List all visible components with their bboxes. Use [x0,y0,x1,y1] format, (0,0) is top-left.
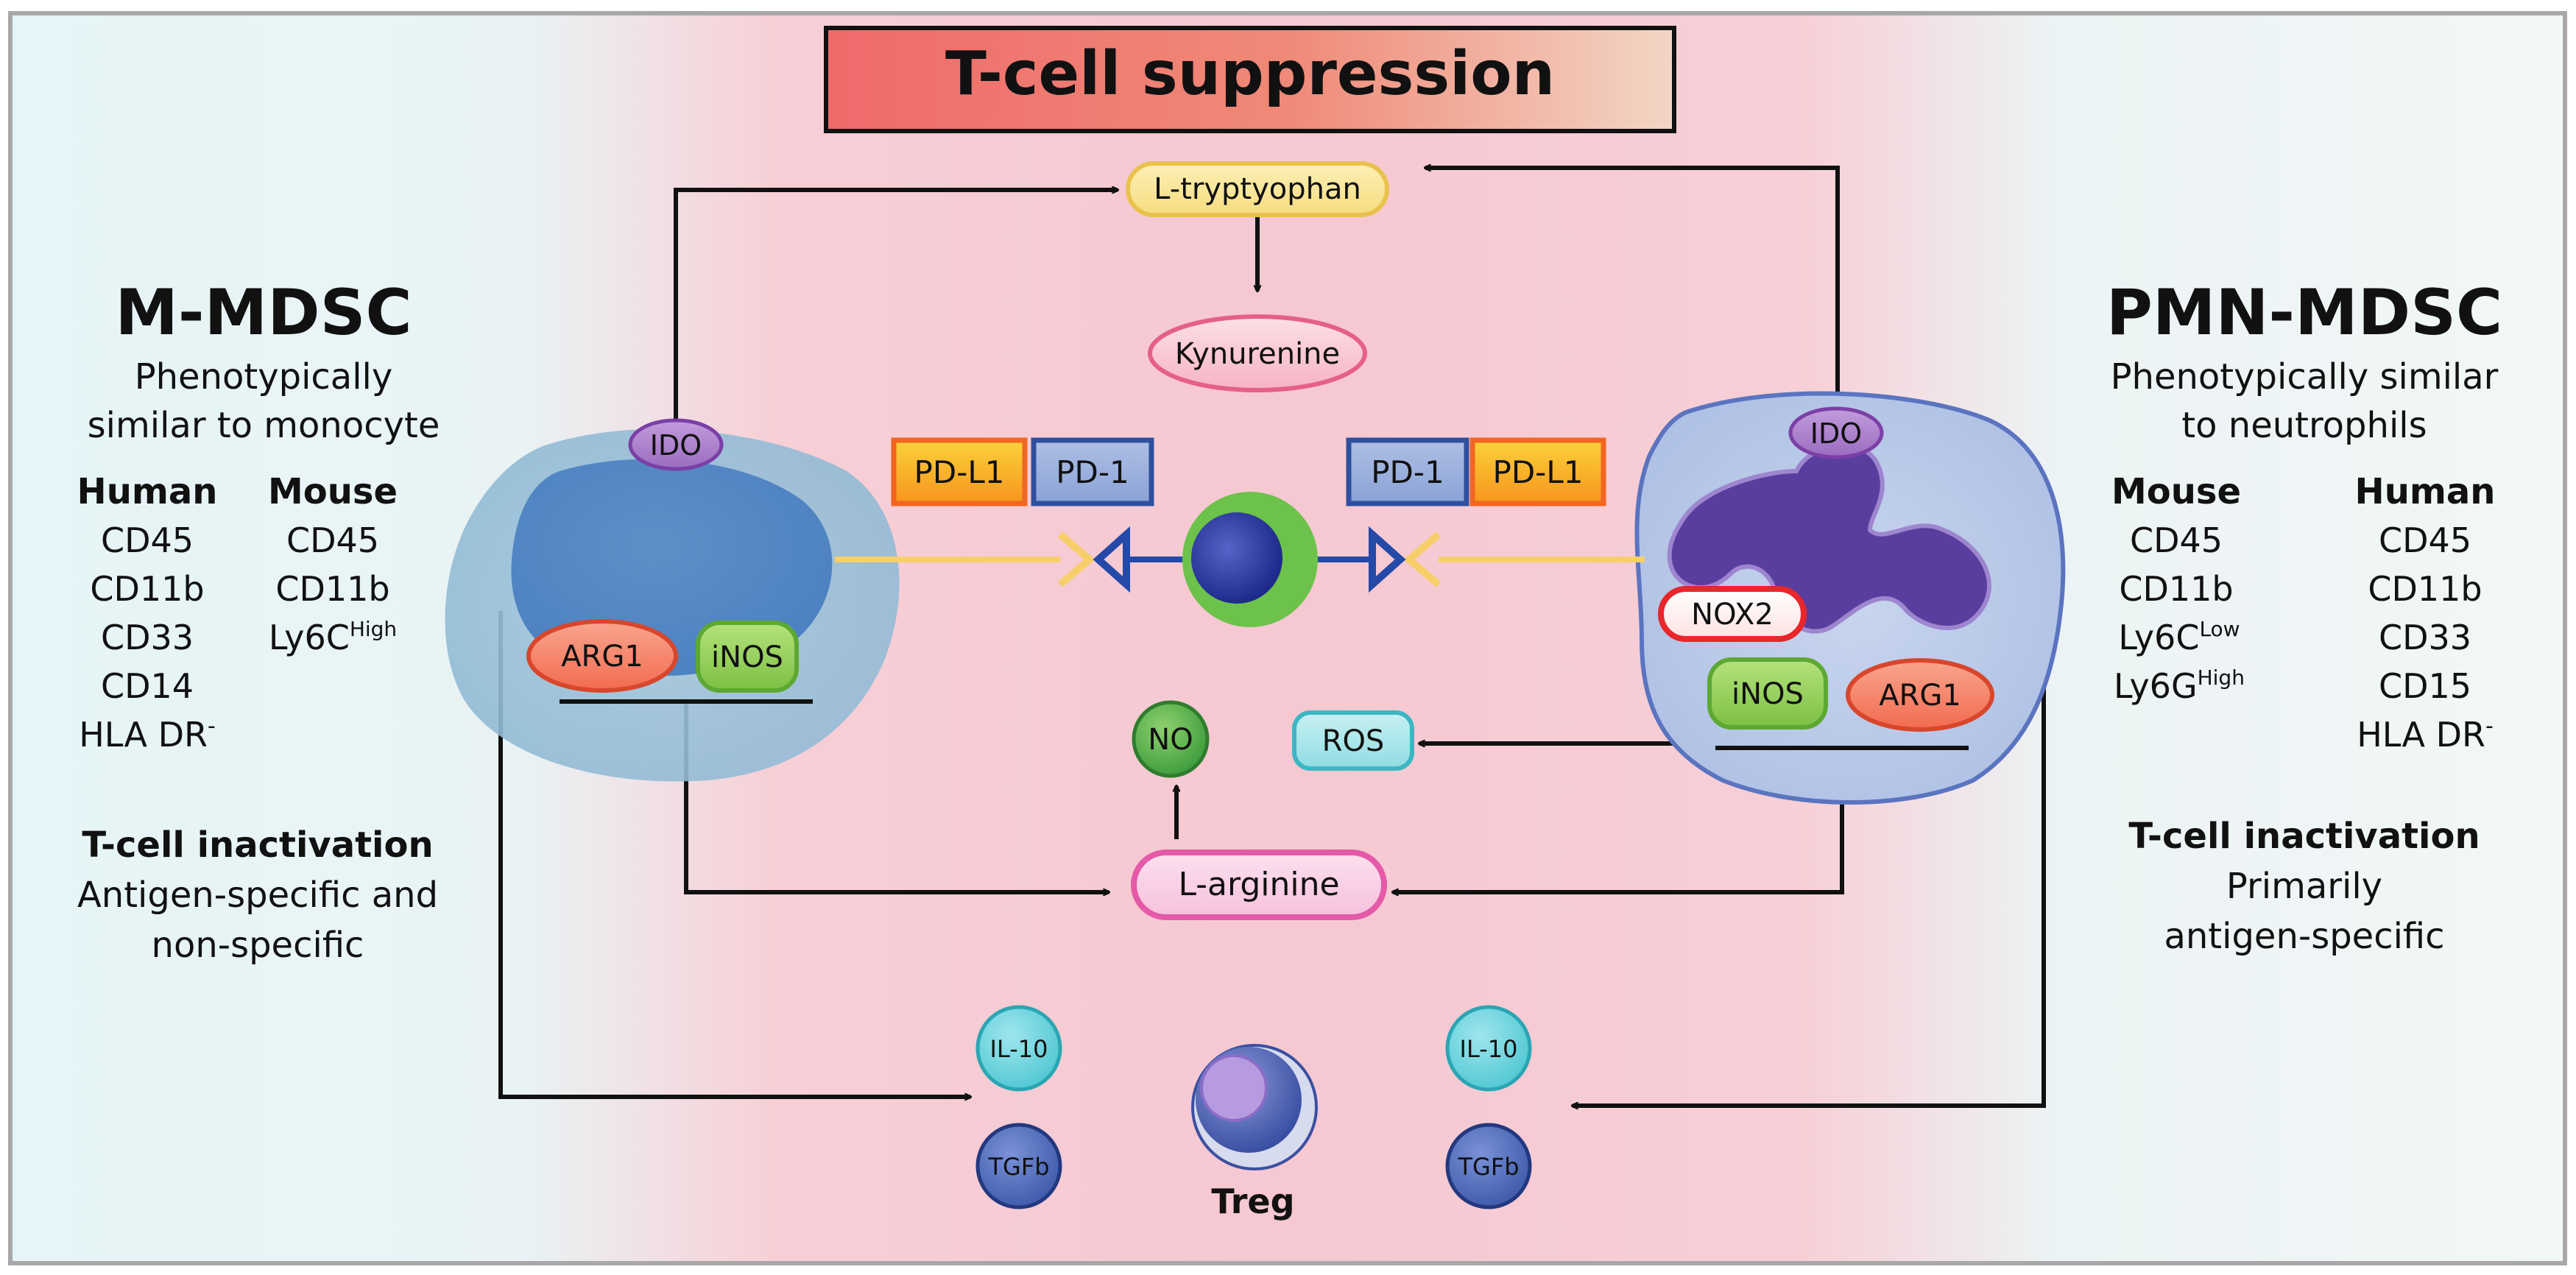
left-ido-badge [628,418,724,471]
tgfb-right [1445,1123,1532,1209]
pd1-right-box [1346,437,1469,506]
left-ido-label: IDO [650,429,702,462]
right-pdl1-ligand [1403,531,1441,587]
m-mdsc-human-marker: CD11b [90,569,204,609]
treg-label: Treg [1211,1182,1294,1221]
pmn-mdsc-human-marker: CD11b [2368,569,2482,609]
left-pdl1-ligand [1057,531,1095,587]
arrow-left-ido-tryptophan [674,190,1118,420]
m-mdsc-desc-2: similar to monocyte [88,405,440,446]
left-inos-badge [696,621,799,693]
arrow-right-cytokines [1573,615,2046,1106]
m-mdsc-panel: M-MDSC Phenotypically similar to monocyt… [77,276,440,966]
tryptophan-badge [1126,161,1389,217]
pmn-mdsc-mouse-marker-ly6g: Ly6GHigh [2114,665,2245,706]
nox2-label: NOX2 [1691,598,1774,632]
ros-label: ROS [1322,724,1385,758]
arrow-right-ido-tryptophan [1425,168,1840,412]
pmn-mdsc-human-marker: CD45 [2379,520,2471,560]
pmn-mdsc-cell: IDO NOX2 iNOS ARG1 [1634,391,2066,805]
pmn-mdsc-human-header: Human [2355,471,2496,512]
nox2-badge [1658,586,1807,642]
kynurenine-label: Kynurenine [1175,337,1340,371]
pmn-mdsc-desc-2: to neutrophils [2181,405,2427,446]
pmn-mdsc-mouse-header: Mouse [2111,471,2241,512]
right-ido-label: IDO [1810,417,1862,450]
arginine-badge [1131,850,1387,920]
left-inos-label: iNOS [711,640,783,674]
ros-badge [1292,710,1414,771]
pmn-mdsc-title: PMN-MDSC [2106,276,2502,350]
il10-left [975,1005,1062,1092]
pd1-right-label: PD-1 [1371,454,1444,490]
arrow-left-cytokines [498,611,970,1097]
pd1-left-label: PD-1 [1056,454,1129,490]
pmn-mdsc-human-marker: CD33 [2379,618,2471,657]
m-mdsc-mouse-marker-ly6c: Ly6CHigh [269,617,397,657]
m-mdsc-inactivation-1: Antigen-specific and [77,875,438,916]
pmn-mdsc-inactivation-1: Primarily [2226,866,2382,907]
pdl1-right-label: PD-L1 [1493,454,1584,490]
checkpoint-right: PD-1 PD-L1 [1346,437,1606,506]
right-arg1-badge [1846,658,1994,732]
m-mdsc-human-marker: CD33 [101,618,194,657]
m-mdsc-mouse-marker: CD11b [275,569,389,609]
m-mdsc-inactivation-title: T-cell inactivation [82,824,433,866]
pmn-mdsc-human-marker-hla: HLA DR- [2357,713,2494,755]
pmn-mdsc-mouse-marker-ly6c: Ly6CLow [2118,617,2240,657]
kynurenine-badge [1148,314,1367,392]
m-mdsc-title: M-MDSC [115,276,412,350]
left-arg1-badge [526,619,678,693]
m-mdsc-human-marker: CD14 [101,666,194,706]
pmn-mdsc-mouse-marker: CD11b [2119,569,2233,609]
pmn-mdsc-inactivation-2: antigen-specific [2164,916,2444,957]
diagram-title: T-cell suppression [945,39,1555,109]
right-arg1-label: ARG1 [1879,679,1961,713]
right-inos-label: iNOS [1732,677,1804,711]
m-mdsc-desc-1: Phenotypically [135,356,393,398]
tgfb-left-label: TGFb [987,1153,1049,1181]
m-mdsc-cell: IDO ARG1 iNOS [445,418,900,782]
m-mdsc-inactivation-2: non-specific [152,925,364,966]
no-label: NO [1148,723,1193,757]
checkpoint-left: PD-L1 PD-1 [891,437,1154,506]
pdl1-left-label: PD-L1 [914,454,1005,490]
m-mdsc-human-header: Human [77,471,218,512]
m-mdsc-human-marker-hla: HLA DR- [79,713,216,755]
pmn-mdsc-desc-1: Phenotypically similar [2111,356,2499,398]
pmn-mdsc-panel: PMN-MDSC Phenotypically similar to neutr… [2106,276,2502,957]
m-mdsc-mouse-marker: CD45 [286,520,379,560]
tgfb-right-label: TGFb [1457,1153,1519,1181]
m-mdsc-mouse-header: Mouse [268,471,398,512]
no-molecule [1132,700,1210,778]
tryptophan-label: L-tryptyophan [1154,172,1361,206]
pmn-mdsc-mouse-marker: CD45 [2130,520,2223,560]
title-box [824,26,1676,133]
il10-left-label: IL-10 [990,1035,1048,1063]
t-cell-nucleus [1191,512,1282,604]
pdl1-right-box [1469,437,1606,506]
m-mdsc-human-marker: CD45 [101,520,194,560]
left-arg1-label: ARG1 [561,640,643,674]
tgfb-left [975,1123,1062,1209]
right-ido-badge [1788,406,1884,459]
right-inos-badge [1707,657,1828,730]
pmn-mdsc-human-marker: CD15 [2379,666,2471,706]
il10-right-label: IL-10 [1460,1035,1518,1063]
pd1-left-box [1031,437,1154,506]
arginine-label: L-arginine [1178,866,1339,903]
il10-right [1445,1005,1532,1092]
pmn-mdsc-inactivation-title: T-cell inactivation [2128,816,2480,857]
pdl1-left-box [891,437,1028,506]
treg-nucleus [1200,1054,1268,1122]
